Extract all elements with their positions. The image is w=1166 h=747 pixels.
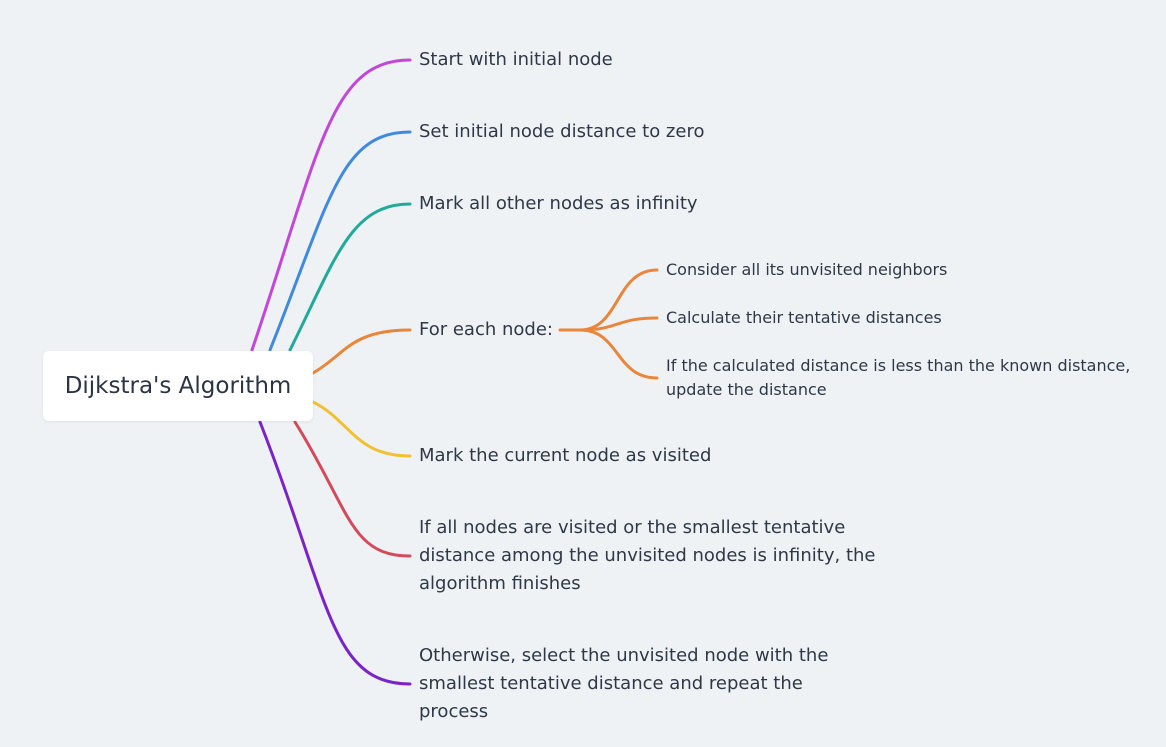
sub-connector-consider [578,268,659,332]
subtopic-label-line1: If the calculated distance is less than … [666,356,1131,375]
topic-otherwise-repeat[interactable]: Otherwise, select the unvisited node wit… [419,642,828,726]
subtopic-compare-distance[interactable]: If the calculated distance is less than … [666,354,1130,402]
topic-label: Mark all other nodes as infinity [419,193,698,214]
topic-mark-current-visited[interactable]: Mark the current node as visited [419,442,711,470]
branch-connector-set-zero [268,130,412,352]
branch-connector-infinity [288,202,412,352]
sub-connector-compare [578,328,659,380]
branch-connector-mark-visited [311,400,412,458]
subtopic-consider-neighbors[interactable]: Consider all its unvisited neighbors [666,258,947,282]
subtopic-calculate-distances[interactable]: Calculate their tentative distances [666,306,942,330]
topic-label-line2: smallest tentative distance and repeat t… [419,673,803,694]
topic-for-each-node[interactable]: For each node: [419,316,553,344]
subtopic-label: Consider all its unvisited neighbors [666,260,948,279]
branch-connector-start [250,58,412,352]
subtopic-label: Calculate their tentative distances [666,308,942,327]
topic-label: Set initial node distance to zero [419,121,705,142]
topic-label-line3: process [419,701,489,722]
topic-label: Mark the current node as visited [419,445,712,466]
root-node-label: Dijkstra's Algorithm [64,373,292,399]
subtopic-label-line2: update the distance [666,380,827,399]
topic-label: For each node: [419,319,553,340]
topic-label-line3: algorithm finishes [419,573,581,594]
root-node[interactable]: Dijkstra's Algorithm [43,351,313,421]
topic-set-distance-zero[interactable]: Set initial node distance to zero [419,118,704,146]
branch-connector-all-visited [293,420,412,558]
topic-label: Start with initial node [419,49,613,70]
branch-connector-for-each [311,328,412,375]
topic-start-initial-node[interactable]: Start with initial node [419,46,613,74]
branch-connector-otherwise [258,420,412,686]
topic-mark-infinity[interactable]: Mark all other nodes as infinity [419,190,698,218]
topic-label-line1: If all nodes are visited or the smallest… [419,517,846,538]
topic-label-line1: Otherwise, select the unvisited node wit… [419,645,829,666]
sub-connector-calculate [578,316,659,332]
topic-label-line2: distance among the unvisited nodes is in… [419,545,876,566]
topic-algorithm-finishes[interactable]: If all nodes are visited or the smallest… [419,514,876,598]
